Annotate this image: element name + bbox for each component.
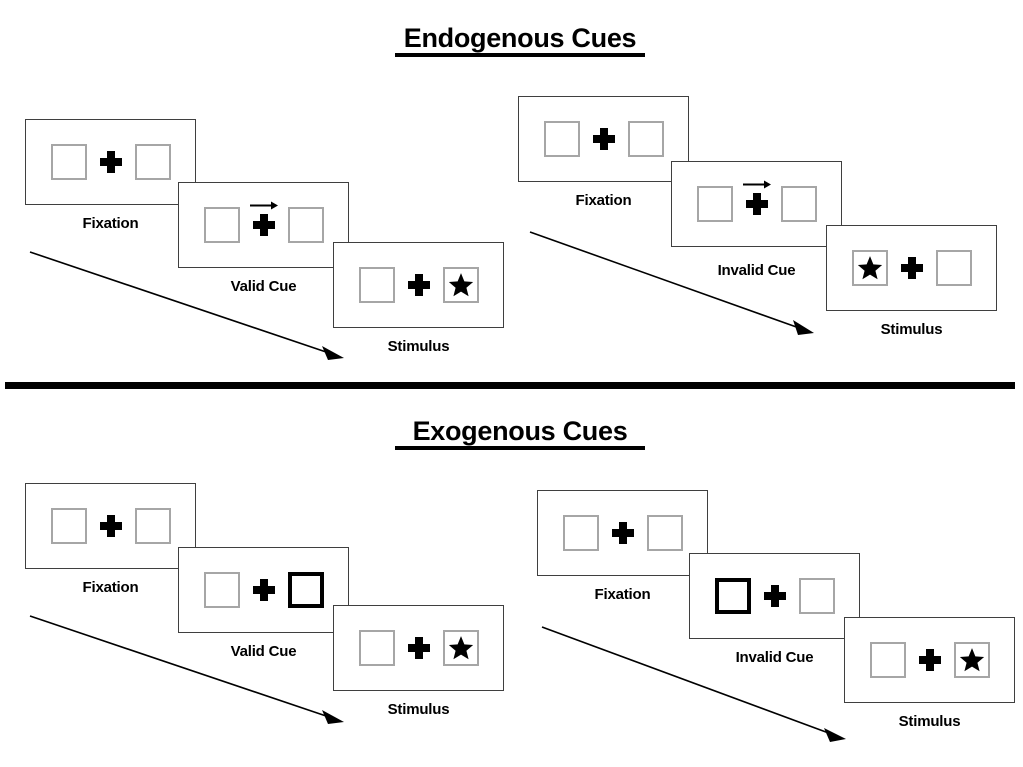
frame-content xyxy=(334,243,503,327)
trial-frame-endogenous-invalid-stimulus xyxy=(826,225,997,311)
caption-endogenous-invalid-stimulus: Stimulus xyxy=(880,321,943,338)
caption-exogenous-invalid-stimulus: Stimulus xyxy=(898,713,961,730)
left-placeholder-box xyxy=(50,508,87,544)
left-placeholder-box xyxy=(869,642,906,678)
right-placeholder-box-cued xyxy=(287,572,324,608)
trial-frame-exogenous-valid-cue xyxy=(178,547,349,633)
left-placeholder-box xyxy=(203,572,240,608)
section-divider xyxy=(5,382,1015,389)
star-stimulus-icon xyxy=(448,273,473,297)
right-placeholder-box xyxy=(134,508,171,544)
frame-content xyxy=(538,491,707,575)
frame-content xyxy=(334,606,503,690)
frame-content xyxy=(519,97,688,181)
right-placeholder-box xyxy=(287,207,324,243)
right-placeholder-box xyxy=(442,267,479,303)
caption-endogenous-valid-fixation: Fixation xyxy=(82,215,139,232)
frame-content xyxy=(690,554,859,638)
fixation-cross-icon xyxy=(900,257,923,279)
star-stimulus-icon xyxy=(857,256,882,280)
left-placeholder-box xyxy=(543,121,580,157)
fixation-cross-icon xyxy=(252,579,275,601)
caption-exogenous-valid-stimulus: Stimulus xyxy=(387,701,450,718)
trial-frame-endogenous-valid-stimulus xyxy=(333,242,504,328)
trial-frame-exogenous-valid-fixation xyxy=(25,483,196,569)
frame-content xyxy=(845,618,1014,702)
star-stimulus-icon xyxy=(448,636,473,660)
right-placeholder-box xyxy=(953,642,990,678)
right-placeholder-box xyxy=(442,630,479,666)
trial-frame-exogenous-invalid-fixation xyxy=(537,490,708,576)
fixation-cross-icon xyxy=(249,201,278,236)
trial-frame-exogenous-valid-stimulus xyxy=(333,605,504,691)
frame-content xyxy=(179,183,348,267)
caption-endogenous-invalid-fixation: Fixation xyxy=(575,192,632,209)
right-placeholder-box xyxy=(935,250,972,286)
fixation-cross-icon xyxy=(611,522,634,544)
left-placeholder-box xyxy=(358,630,395,666)
trial-frame-endogenous-valid-cue xyxy=(178,182,349,268)
frame-content xyxy=(179,548,348,632)
section-title-endogenous: Endogenous Cues xyxy=(395,24,645,58)
fixation-cross-icon xyxy=(99,151,122,173)
trial-frame-endogenous-valid-fixation xyxy=(25,119,196,205)
frame-content xyxy=(827,226,996,310)
star-stimulus-icon xyxy=(959,648,984,672)
caption-exogenous-valid-fixation: Fixation xyxy=(82,579,139,596)
trial-frame-endogenous-invalid-fixation xyxy=(518,96,689,182)
trial-frame-exogenous-invalid-cue xyxy=(689,553,860,639)
arrow-right-cue-icon xyxy=(742,180,771,189)
fixation-cross-icon xyxy=(407,274,430,296)
flow-arrow-exogenous-invalid xyxy=(541,626,846,742)
left-placeholder-box xyxy=(696,186,733,222)
fixation-cross-icon xyxy=(742,180,771,215)
section-title-exogenous: Exogenous Cues xyxy=(395,417,645,451)
arrow-right-cue-icon xyxy=(249,201,278,210)
fixation-cross-icon xyxy=(763,585,786,607)
trial-frame-endogenous-invalid-cue xyxy=(671,161,842,247)
right-placeholder-box xyxy=(646,515,683,551)
trial-frame-exogenous-invalid-stimulus xyxy=(844,617,1015,703)
left-placeholder-box xyxy=(203,207,240,243)
caption-exogenous-valid-cue: Valid Cue xyxy=(230,643,297,660)
left-placeholder-box xyxy=(851,250,888,286)
caption-endogenous-invalid-cue: Invalid Cue xyxy=(717,262,796,279)
right-placeholder-box xyxy=(780,186,817,222)
left-placeholder-box xyxy=(562,515,599,551)
frame-content xyxy=(26,484,195,568)
left-placeholder-box xyxy=(358,267,395,303)
fixation-cross-icon xyxy=(918,649,941,671)
left-placeholder-box-cued xyxy=(714,578,751,614)
fixation-cross-icon xyxy=(592,128,615,150)
right-placeholder-box xyxy=(798,578,835,614)
caption-endogenous-valid-stimulus: Stimulus xyxy=(387,338,450,355)
fixation-cross-icon xyxy=(99,515,122,537)
left-placeholder-box xyxy=(50,144,87,180)
right-placeholder-box xyxy=(134,144,171,180)
caption-exogenous-invalid-cue: Invalid Cue xyxy=(735,649,814,666)
fixation-cross-icon xyxy=(407,637,430,659)
caption-endogenous-valid-cue: Valid Cue xyxy=(230,278,297,295)
frame-content xyxy=(26,120,195,204)
frame-content xyxy=(672,162,841,246)
caption-exogenous-invalid-fixation: Fixation xyxy=(594,586,651,603)
right-placeholder-box xyxy=(627,121,664,157)
